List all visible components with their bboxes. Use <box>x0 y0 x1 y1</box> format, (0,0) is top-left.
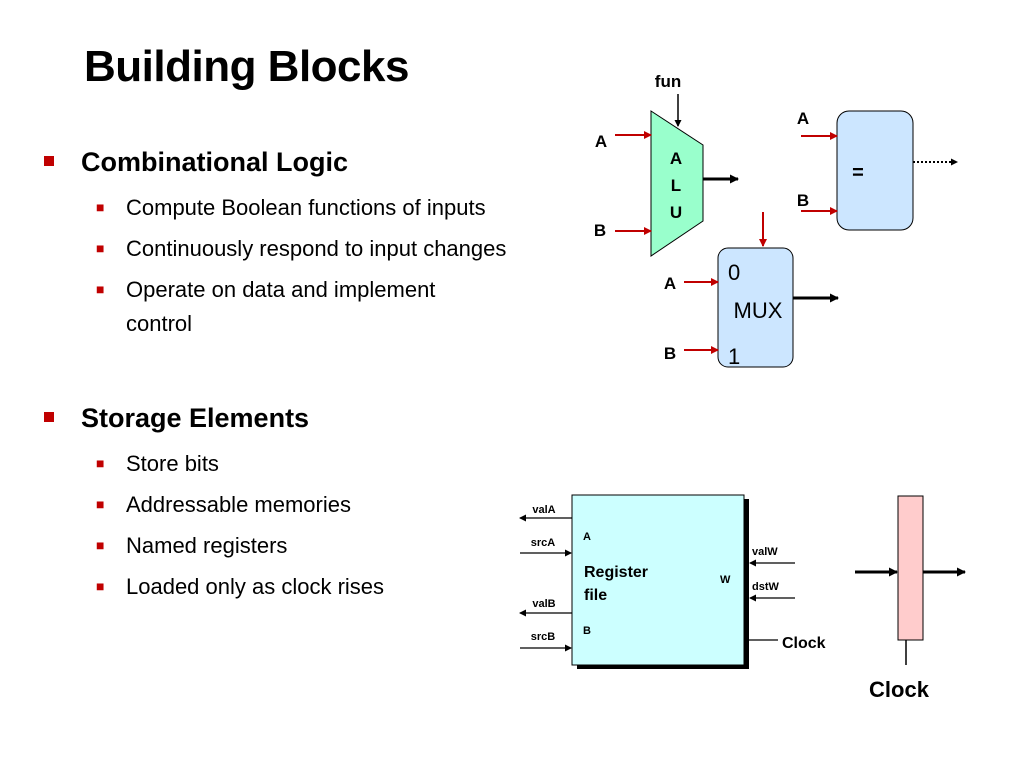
bullet-text: Addressable memories <box>126 492 351 517</box>
bullet-text: Loaded only as clock rises <box>126 574 385 599</box>
square-bullet-icon: ■ <box>96 240 105 256</box>
register-file-label: file <box>584 587 607 604</box>
bullet-text: Operate on data and implement <box>126 277 436 302</box>
alu-letter: U <box>670 203 682 222</box>
mux-a-label: A <box>664 274 676 293</box>
equality-shape <box>836 110 914 231</box>
alu-fun-label: fun <box>655 72 681 91</box>
mux-label: MUX <box>734 298 783 323</box>
square-bullet-icon: ■ <box>96 537 105 553</box>
regfile-clock-label: Clock <box>782 635 826 652</box>
square-bullet-icon: ■ <box>96 199 105 215</box>
bullet-text: Named registers <box>126 533 288 558</box>
square-bullet-icon: ■ <box>96 496 105 512</box>
register-block: Clock <box>855 495 966 702</box>
valW-label: valW <box>752 546 778 558</box>
square-bullet-icon <box>44 156 54 166</box>
mux-b-label: B <box>664 344 676 363</box>
alu-block: fun A B A L U <box>594 72 739 257</box>
valB-label: valB <box>532 598 555 610</box>
alu-a-label: A <box>595 132 607 151</box>
register-shape <box>897 495 924 641</box>
bullet-text: Store bits <box>126 451 219 476</box>
srcA-label: srcA <box>531 537 556 549</box>
heading-storage: Storage Elements <box>81 403 310 433</box>
mux-sel1-label: 1 <box>728 344 740 369</box>
register-file-shape <box>571 494 745 666</box>
square-bullet-icon <box>44 412 54 422</box>
srcB-label: srcB <box>531 631 556 643</box>
port-b-label: B <box>583 625 591 637</box>
bullet-text: Continuously respond to input changes <box>126 236 507 261</box>
register-file-block: valA srcA valB srcB A B Register file W … <box>519 494 826 669</box>
eq-symbol: = <box>852 162 864 184</box>
mux-block: A B 0 MUX 1 <box>664 212 839 369</box>
valA-label: valA <box>532 504 555 516</box>
mux-shape <box>717 247 794 368</box>
alu-shape <box>650 110 704 257</box>
dstW-label: dstW <box>752 581 780 593</box>
alu-letter: L <box>671 176 681 195</box>
mux-sel0-label: 0 <box>728 260 740 285</box>
register-file-label: Register <box>584 564 648 581</box>
eq-a-label: A <box>797 109 809 128</box>
square-bullet-icon: ■ <box>96 455 105 471</box>
bullet-text: control <box>126 311 193 336</box>
slide-title: Building Blocks <box>84 42 409 91</box>
eq-b-label: B <box>797 191 809 210</box>
alu-letter: A <box>670 149 682 168</box>
square-bullet-icon: ■ <box>96 281 105 297</box>
heading-combinational: Combinational Logic <box>81 147 348 177</box>
port-w-label: W <box>720 574 731 586</box>
square-bullet-icon: ■ <box>96 578 105 594</box>
bullet-text: Compute Boolean functions of inputs <box>126 195 486 220</box>
alu-b-label: B <box>594 221 606 240</box>
equality-block: A B = <box>797 109 958 231</box>
port-a-label: A <box>583 531 591 543</box>
register-clock-label: Clock <box>869 677 930 702</box>
